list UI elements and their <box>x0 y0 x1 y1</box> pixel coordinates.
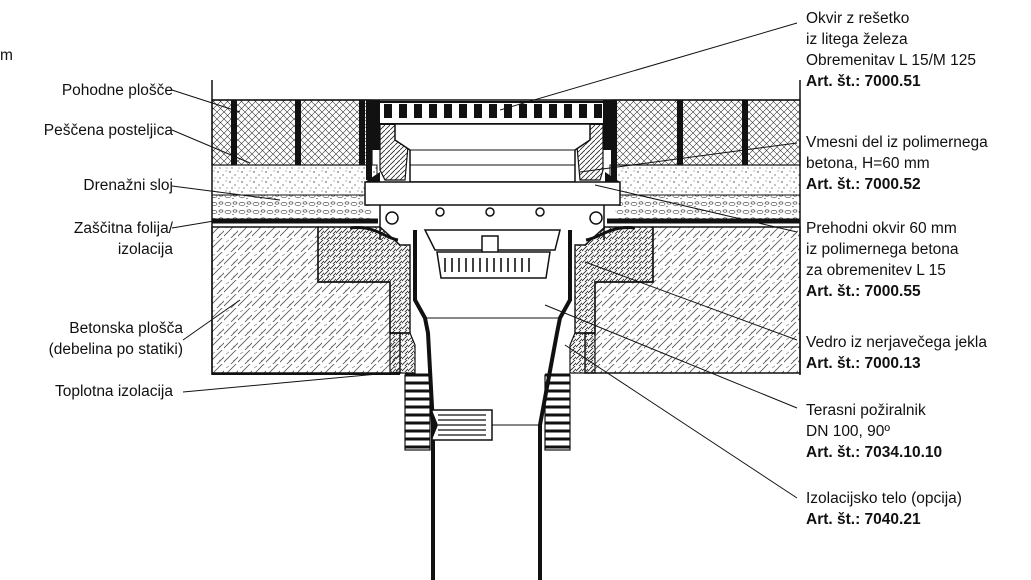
grate-frame <box>603 100 617 180</box>
label-betonska-plosca: Betonska plošča (debelina po statiki) <box>48 320 183 358</box>
drain-insert <box>394 123 591 183</box>
sand-bed <box>609 164 801 196</box>
sand-bed <box>211 164 378 196</box>
label-toplotna-izolacija: Toplotna izolacija <box>54 383 173 400</box>
transition-frame <box>364 181 621 206</box>
drainage-layer <box>615 195 800 219</box>
leader-lines <box>171 22 798 499</box>
label-izolacijsko-telo: Izolacijsko telo (opcija) Art. št.: 7040… <box>806 490 962 528</box>
label-vedro: Vedro iz nerjavečega jekla Art. št.: 700… <box>806 334 987 372</box>
terrace-drain-body <box>413 230 572 580</box>
drainage-layer <box>212 195 372 219</box>
label-terasni-poziralnik: Terasni požiralnik DN 100, 90º Art. št.:… <box>806 402 943 461</box>
label-pescena-posteljica: Peščena posteljica <box>43 122 173 139</box>
grate-frame <box>366 100 380 180</box>
label-drenazni-sloj: Drenažni sloj <box>83 177 173 194</box>
concrete-slab-lower <box>212 373 400 375</box>
cropped-text-fragment: m <box>0 47 13 64</box>
label-vmesni-del: Vmesni del iz polimernega betona, H=60 m… <box>806 134 988 193</box>
label-okvir-z-resetko: Okvir z rešetko iz litega železa Obremen… <box>806 10 977 90</box>
label-prehodni-okvir: Prehodni okvir 60 mm iz polimernega beto… <box>806 220 959 300</box>
label-pohodne-plosce: Pohodne plošče <box>61 82 173 99</box>
label-zascitna-folija: Zaščitna folija/ izolacija <box>73 220 173 258</box>
drain-pipe-wall <box>389 332 416 374</box>
drain-pipe-wall <box>569 332 596 374</box>
